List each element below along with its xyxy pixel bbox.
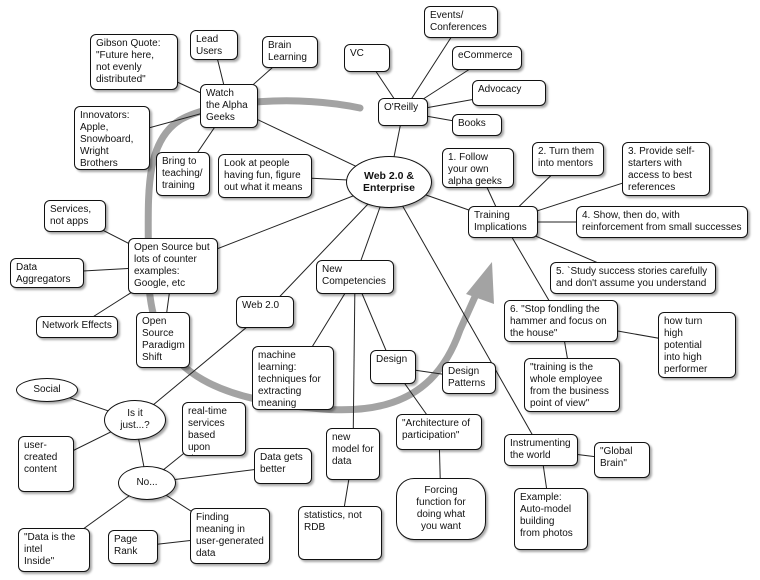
- node-example-auto-model: Example: Auto-model building from photos: [514, 488, 588, 550]
- node-watch-alpha-geeks: Watch the Alpha Geeks: [200, 84, 258, 128]
- node-events-conferences: Events/ Conferences: [424, 6, 498, 38]
- node-statistics-not-rdb: statistics, not RDB: [298, 506, 382, 560]
- node-network-effects: Network Effects: [36, 316, 118, 338]
- node-stop-fondling: 6. "Stop fondling the hammer and focus o…: [504, 300, 618, 342]
- node-provide-self-starters: 3. Provide self- starters with access to…: [622, 142, 710, 196]
- node-machine-learning: machine learning: techniques for extract…: [252, 346, 334, 410]
- node-web-2-0: Web 2.0: [236, 296, 294, 328]
- node-user-created-content: user- created content: [18, 436, 74, 492]
- node-follow-alpha-geeks: 1. Follow your own alpha geeks: [442, 148, 514, 188]
- center-node: Web 2.0 & Enterprise: [346, 156, 432, 208]
- node-vc: VC: [344, 44, 390, 72]
- node-no: No...: [118, 466, 176, 500]
- node-new-competencies: New Competencies: [316, 260, 394, 294]
- connector-node-new-competencies-node-new-model-for-data: [352, 276, 356, 455]
- node-look-at-people: Look at people having fun, figure out wh…: [218, 154, 312, 198]
- node-forcing-function: Forcing function for doing what you want: [396, 478, 486, 540]
- node-ecommerce: eCommerce: [452, 46, 522, 70]
- node-global-brain: "Global Brain": [594, 442, 650, 478]
- node-how-turn-high-potential: how turn high potential into high perfor…: [658, 312, 736, 378]
- node-study-success: 5. `Study success stories carefully and …: [550, 262, 716, 294]
- node-lead-users: Lead Users: [190, 30, 238, 60]
- node-architecture-of-participation: "Architecture of participation": [396, 414, 482, 450]
- node-oreilly: O'Reilly: [378, 98, 428, 126]
- node-data-aggregators: Data Aggregators: [10, 258, 84, 288]
- node-show-then-do: 4. Show, then do, with reinforcement fro…: [576, 206, 748, 238]
- node-new-model-for-data: new model for data: [326, 428, 380, 480]
- node-design: Design: [370, 350, 416, 384]
- node-page-rank: Page Rank: [108, 530, 158, 564]
- node-finding-meaning: Finding meaning in user-generated data: [190, 508, 270, 564]
- node-advocacy: Advocacy: [472, 80, 546, 106]
- node-innovators: Innovators: Apple, Snowboard, Wright Bro…: [74, 106, 150, 170]
- connector-center-node-node-instrumenting-world: [388, 181, 542, 451]
- node-real-time-services: real-time services based upon data: [182, 402, 246, 456]
- node-design-patterns: Design Patterns: [442, 362, 496, 394]
- node-bring-to-teaching: Bring to teaching/ training: [156, 152, 210, 196]
- node-open-source: Open Source but lots of counter examples…: [128, 238, 218, 294]
- node-gibson-quote: Gibson Quote: "Future here, not evenly d…: [90, 34, 178, 90]
- node-instrumenting-world: Instrumenting the world: [504, 434, 578, 466]
- node-is-it-just: Is it just...?: [104, 400, 166, 440]
- node-social: Social: [16, 378, 78, 402]
- node-turn-into-mentors: 2. Turn them into mentors: [532, 142, 604, 176]
- node-brain-learning: Brain Learning: [262, 36, 318, 68]
- node-data-is-intel-inside: "Data is the intel Inside": [18, 528, 90, 572]
- node-open-source-paradigm: Open Source Paradigm Shift: [136, 312, 190, 368]
- node-books: Books: [452, 114, 502, 136]
- node-services-not-apps: Services, not apps: [44, 200, 106, 232]
- connector-node-web-2-0-node-is-it-just: [134, 311, 266, 421]
- node-data-gets-better: Data gets better: [254, 448, 312, 484]
- node-training-implications: Training Implications: [468, 206, 538, 238]
- node-training-whole-employee: "training is the whole employee from the…: [524, 358, 620, 412]
